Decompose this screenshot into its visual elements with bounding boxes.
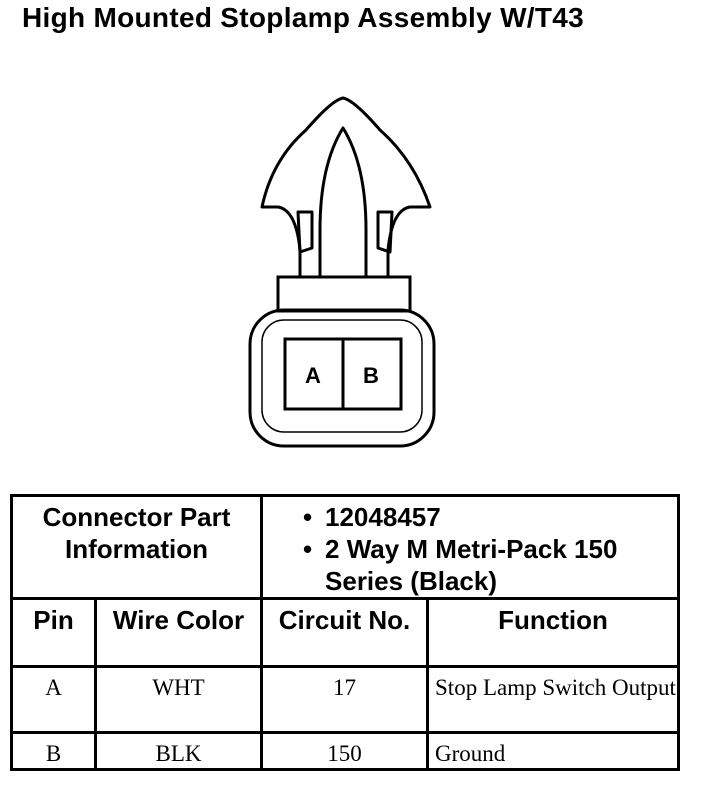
connector-clip [260, 96, 432, 277]
header-circuit: Circuit No. [260, 597, 430, 668]
connector-clip-inner [318, 126, 368, 277]
table-row: A WHT 17 Stop Lamp Switch Output [10, 665, 681, 734]
pin-label-a: A [305, 363, 321, 388]
connector-diagram: A B [248, 96, 436, 448]
clip-right-barb [376, 210, 394, 254]
row-circuit: 17 [260, 665, 430, 734]
table-row: B BLK 150 Ground [10, 731, 681, 771]
row-function: Stop Lamp Switch Output [426, 665, 681, 734]
connector-part-info: 12048457 2 Way M Metri-Pack 150 Series (… [260, 494, 681, 600]
connector-collar [276, 275, 412, 313]
row-pin: A [10, 665, 97, 734]
header-pin: Pin [10, 597, 97, 668]
row-function: Ground [426, 731, 681, 771]
pin-label-b: B [363, 363, 379, 388]
row-wire-color: WHT [93, 665, 264, 734]
part-number: 12048457 [303, 501, 671, 533]
row-circuit: 150 [260, 731, 430, 771]
row-wire-color: BLK [93, 731, 264, 771]
header-function: Function [426, 597, 681, 668]
diagram-title: High Mounted Stoplamp Assembly W/T43 [22, 2, 585, 33]
connector-info-table: Connector Part Information 12048457 2 Wa… [9, 494, 681, 771]
clip-left-barb [296, 210, 314, 254]
connector-body-inner [261, 319, 423, 433]
connector-body [248, 308, 436, 448]
part-description: 2 Way M Metri-Pack 150 Series (Black) [303, 533, 671, 597]
header-wire-color: Wire Color [93, 597, 264, 668]
connector-part-label: Connector Part Information [9, 494, 264, 600]
row-pin: B [10, 731, 97, 771]
